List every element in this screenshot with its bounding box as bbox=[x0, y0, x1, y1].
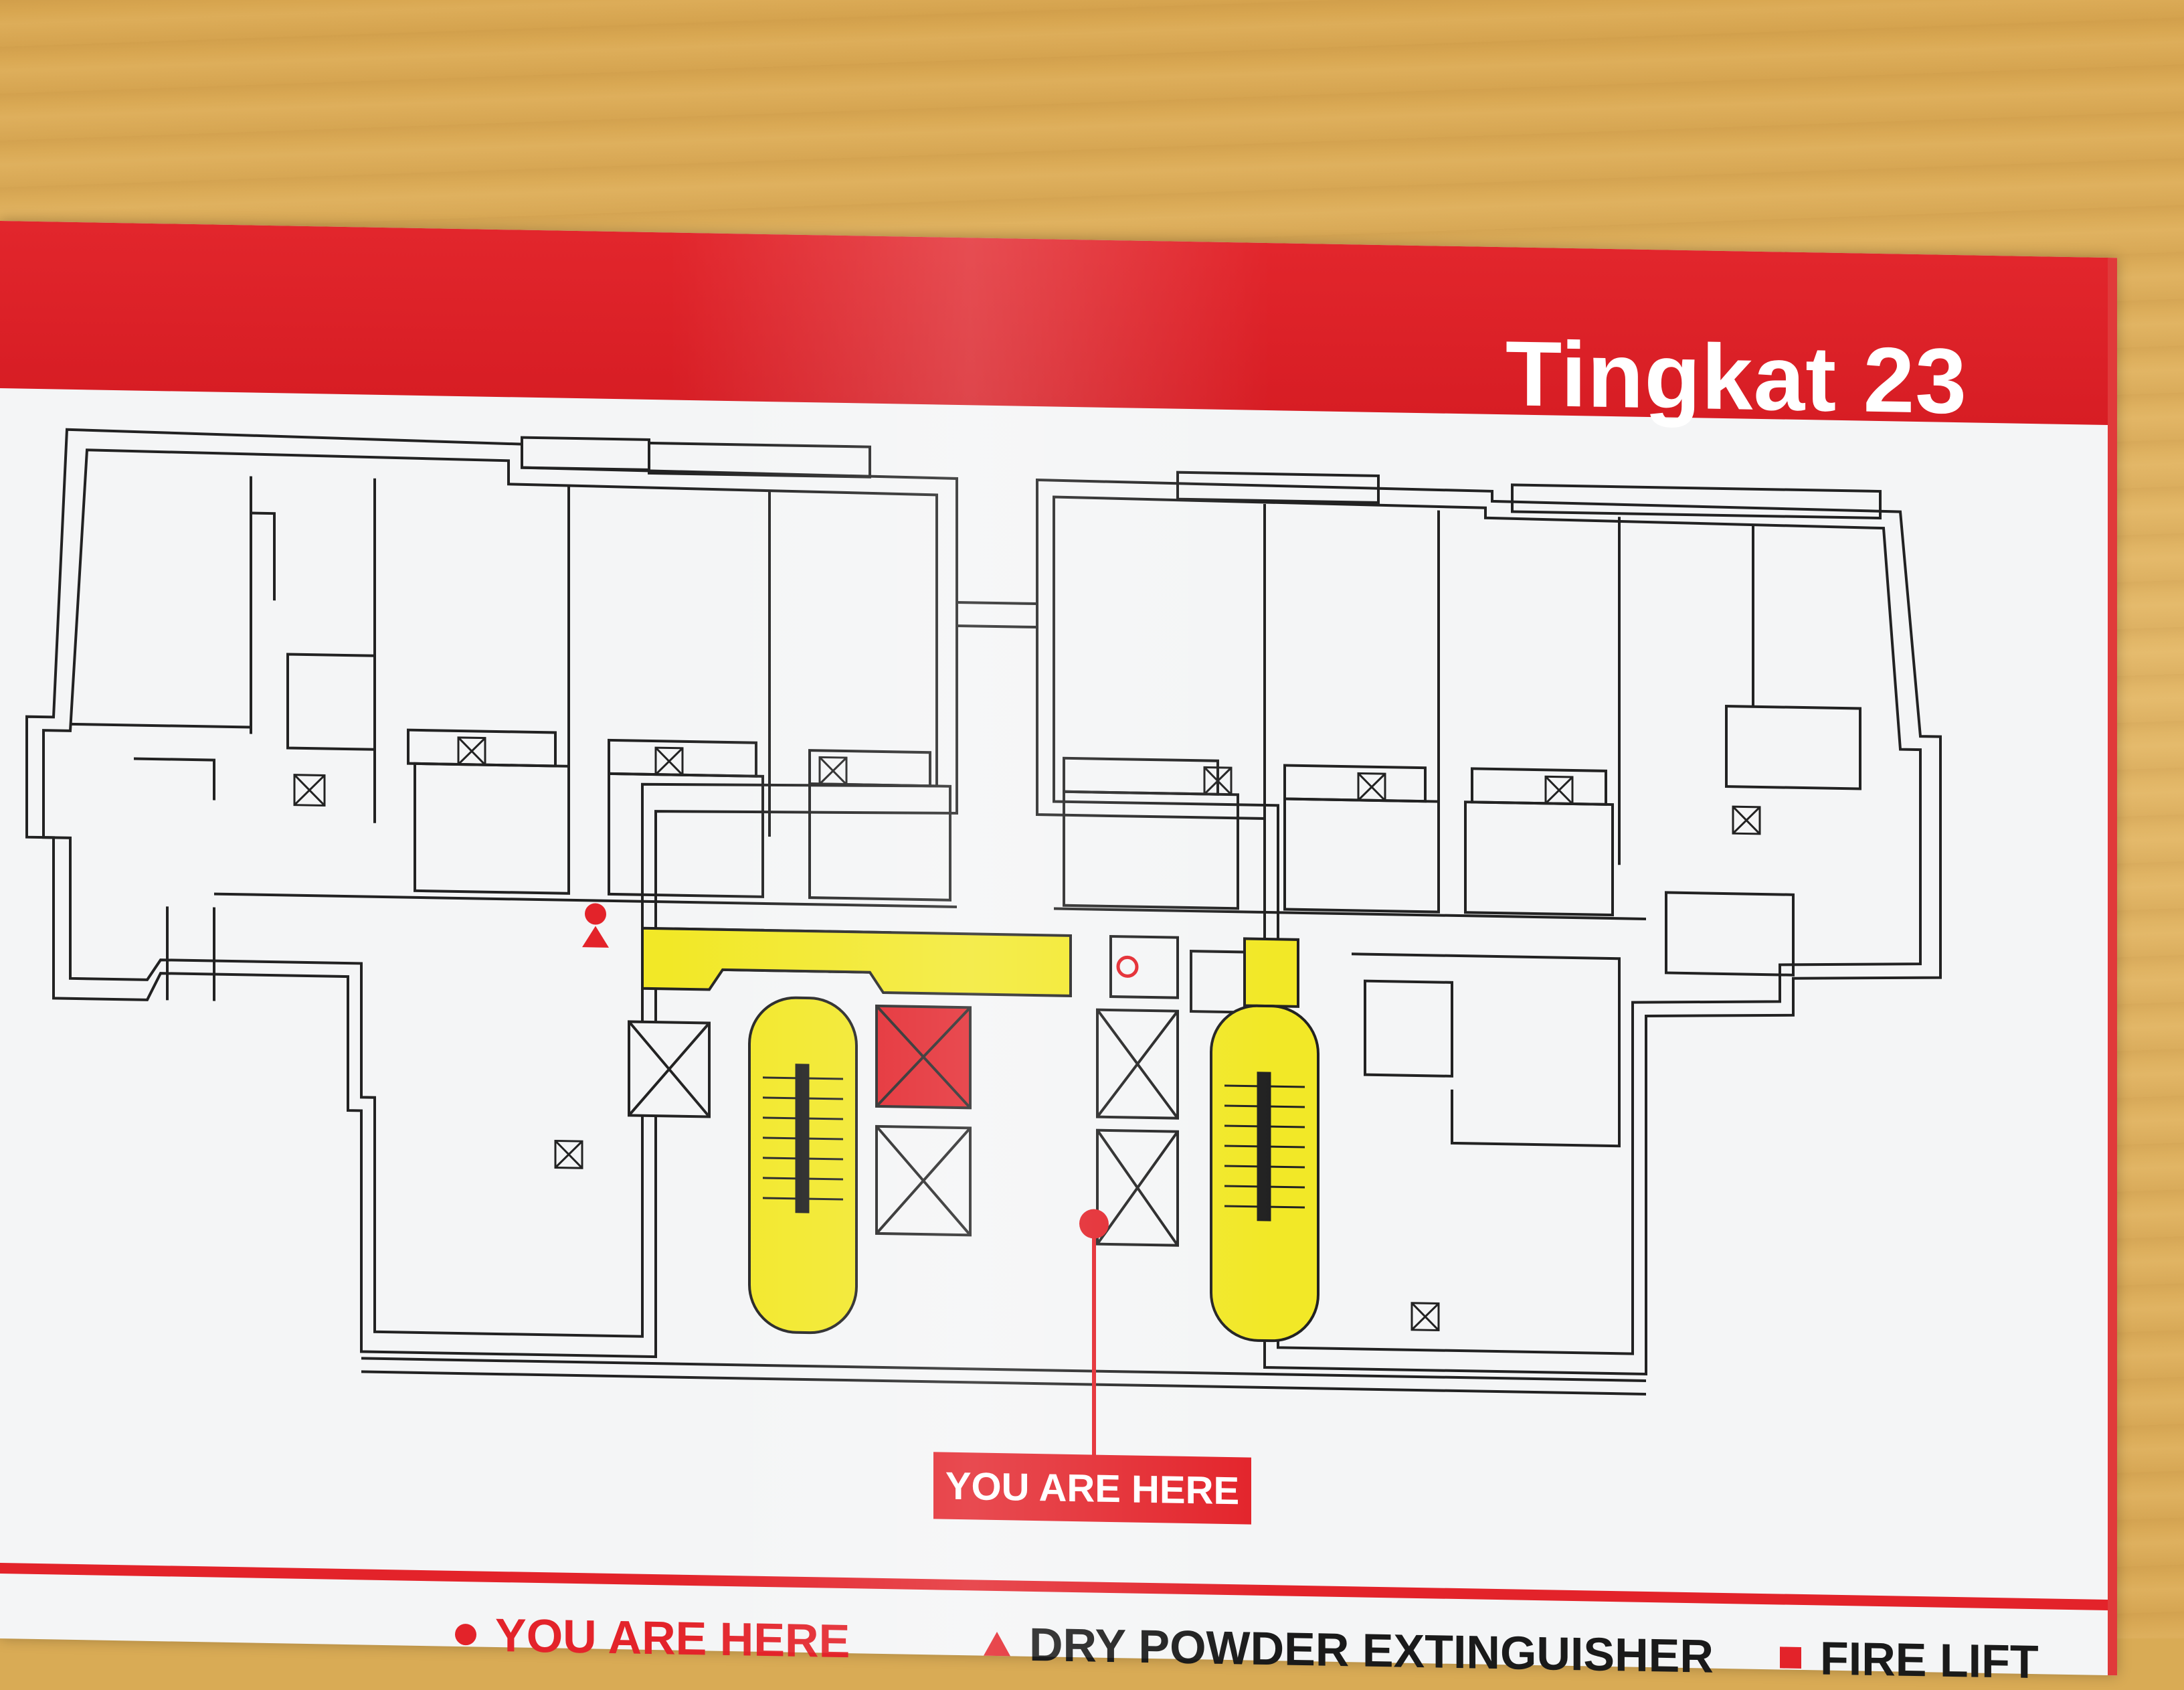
facade-bottom bbox=[361, 1357, 1646, 1396]
red-triangle-icon bbox=[984, 1631, 1010, 1657]
floor-plan bbox=[25, 428, 1942, 1458]
corridor-wall bbox=[166, 892, 957, 1001]
bathroom-block bbox=[1283, 764, 1427, 803]
room-box bbox=[1725, 704, 1861, 790]
you-are-here-dot bbox=[1079, 1209, 1109, 1239]
window-band bbox=[648, 441, 871, 479]
legend-item-fire-lift: FIRE LIFT bbox=[1780, 1630, 2039, 1689]
bathroom-block bbox=[414, 762, 570, 895]
room-divider bbox=[250, 476, 958, 837]
service-room bbox=[1109, 934, 1179, 999]
legend-label-fire-lift: FIRE LIFT bbox=[1820, 1632, 2039, 1689]
window-band bbox=[1176, 471, 1380, 504]
escape-corridor-yellow bbox=[641, 926, 1072, 997]
red-square-icon bbox=[1780, 1646, 1801, 1669]
bathroom-block bbox=[1283, 797, 1440, 914]
legend-divider bbox=[0, 1563, 2108, 1610]
room-divider bbox=[70, 511, 376, 800]
bathroom-block bbox=[608, 772, 764, 898]
bathroom-block bbox=[1471, 767, 1607, 806]
stair-core bbox=[1257, 1072, 1271, 1221]
you-are-here-tag: YOU ARE HERE bbox=[933, 1452, 1251, 1525]
room-divider bbox=[1263, 503, 1754, 865]
service-room bbox=[1190, 950, 1253, 1014]
legend: YOU ARE HERE DRY POWDER EXTINGUISHER FIR… bbox=[455, 1608, 2061, 1689]
legend-label-extinguisher: DRY POWDER EXTINGUISHER bbox=[1029, 1618, 1714, 1683]
escape-corridor-yellow bbox=[1243, 937, 1299, 1008]
extinguisher-location-ring bbox=[1116, 955, 1139, 978]
outer-wall-left-wing bbox=[25, 428, 958, 1359]
window-band bbox=[1511, 483, 1882, 520]
extinguisher-location-triangle bbox=[582, 926, 609, 948]
link-corridor-wall bbox=[957, 600, 1037, 629]
red-dot-icon bbox=[455, 1623, 476, 1646]
inner-wall-right-wing bbox=[1053, 495, 1922, 1355]
corridor-wall bbox=[1054, 907, 1646, 1148]
legend-item-you-are-here: YOU ARE HERE bbox=[455, 1608, 850, 1668]
stair-core bbox=[795, 1064, 810, 1213]
bathroom-block bbox=[1063, 756, 1219, 796]
bathroom-block bbox=[1464, 800, 1614, 917]
inner-wall-left-wing bbox=[42, 448, 938, 1338]
room-box bbox=[1665, 891, 1795, 977]
window-band bbox=[521, 436, 650, 471]
bathroom-block bbox=[808, 749, 931, 788]
bathroom-block bbox=[1063, 790, 1239, 910]
bathroom-block bbox=[808, 782, 951, 902]
legend-item-extinguisher: DRY POWDER EXTINGUISHER bbox=[984, 1617, 1714, 1683]
extinguisher-location-dot bbox=[585, 903, 606, 925]
evacuation-floor-plan-sign: Tingkat 23 bbox=[0, 221, 2117, 1688]
level-title: Tingkat 23 bbox=[1505, 322, 1967, 434]
room-box bbox=[1364, 979, 1453, 1078]
